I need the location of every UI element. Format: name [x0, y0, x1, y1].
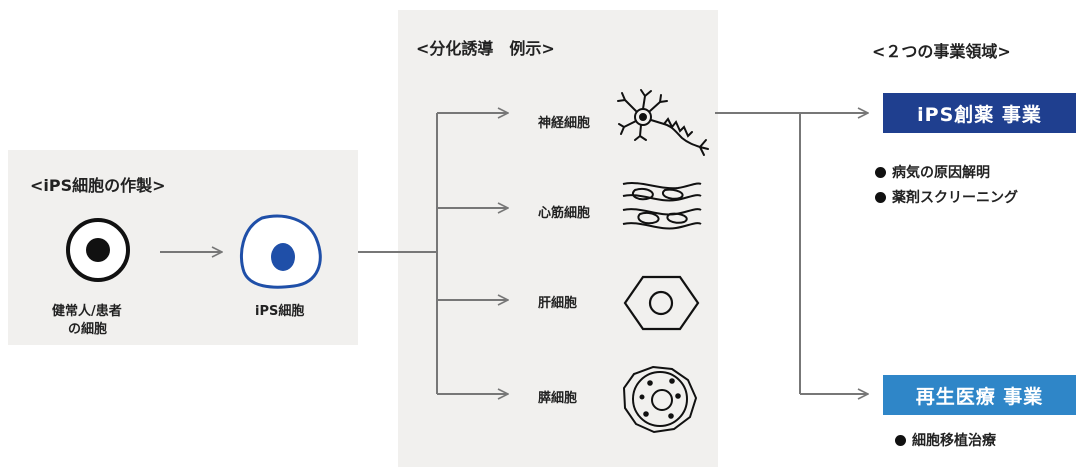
pancreatic-cell-icon — [622, 365, 698, 434]
ips-drug-discovery-badge: iPS創薬 事業 — [883, 93, 1076, 133]
neuron-icon — [617, 89, 709, 156]
cell-label-cardiomyocyte: 心筋細胞 — [538, 206, 591, 221]
differentiation-arrows — [358, 113, 508, 394]
cell-label-neuron: 神経細胞 — [538, 116, 591, 131]
ips-cell-label: iPS細胞 — [255, 304, 305, 319]
cell-label-hepatocyte: 肝細胞 — [538, 296, 578, 311]
ips-cell-icon — [240, 214, 322, 289]
cardiomyocyte-icon — [622, 182, 702, 230]
differentiation-title: <分化誘導 例示> — [416, 39, 555, 58]
business-title: <２つの事業領域> — [872, 42, 1011, 61]
source-cell-label-line1: 健常人/患者 — [52, 304, 122, 319]
source-cell-label-line2: の細胞 — [68, 322, 108, 337]
bullet-cell-transplant: 細胞移植治療 — [895, 430, 996, 450]
ips-creation-title: <iPS細胞の作製> — [30, 176, 166, 195]
hepatocyte-icon — [623, 275, 700, 331]
business-arrows — [715, 113, 868, 394]
regenerative-medicine-badge: 再生医療 事業 — [883, 375, 1076, 415]
cell-label-pancreatic: 膵細胞 — [538, 391, 578, 406]
bullet-disease-cause: 病気の原因解明 — [875, 162, 990, 182]
bullet-drug-screening: 薬剤スクリーニング — [875, 187, 1018, 207]
somatic-cell-icon — [66, 218, 130, 282]
